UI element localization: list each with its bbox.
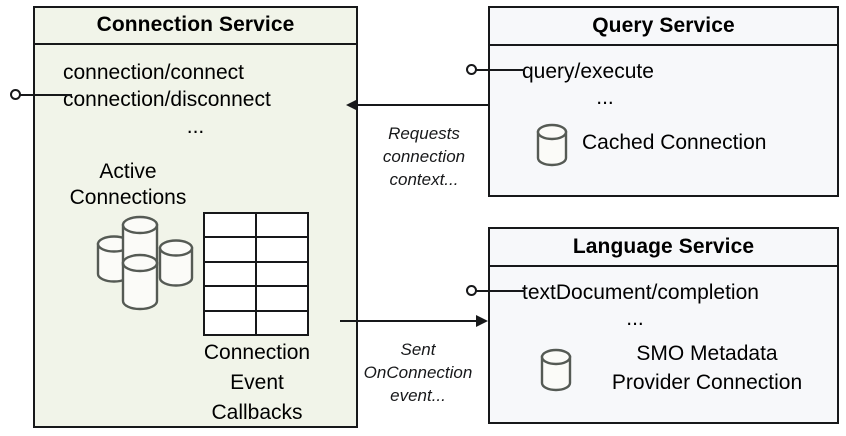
callbacks-label-line3: Callbacks [211, 401, 303, 424]
query-service-title: Query Service [490, 8, 837, 46]
callbacks-label-line2: Event [230, 371, 284, 394]
arrow-label-requests-connection-context: Requests connection context... [358, 122, 490, 191]
lollipop-stem-icon [20, 94, 72, 96]
lollipop-stem-icon [476, 290, 525, 292]
table-row [203, 309, 309, 337]
table-cell [203, 260, 257, 288]
arrow-label-line: connection [382, 147, 466, 166]
table-cell [203, 236, 257, 263]
active-connections-label-line2: Connections [69, 186, 187, 209]
query-service-body: query/execute ... Cached Connection [490, 46, 837, 195]
query-service-operations-ellipsis: ... [596, 86, 614, 109]
table-cell [255, 211, 309, 239]
connection-service-title: Connection Service [35, 8, 356, 45]
connection-event-callbacks-table [203, 211, 309, 337]
language-service-body: textDocument/completion ... SMO Metadata… [490, 267, 837, 422]
cached-connection-database-icon [534, 120, 570, 170]
arrow-label-line: event... [390, 386, 446, 405]
cylinder-cluster-icon [96, 215, 194, 311]
component-connection-service[interactable]: Connection Service connection/connect co… [33, 6, 358, 428]
database-cylinder-icon [536, 123, 568, 167]
arrow-label-sent-onconnection-event: Sent OnConnection event... [350, 338, 486, 407]
database-cylinder-icon [540, 348, 572, 392]
smo-metadata-provider-database-icon [538, 345, 574, 395]
table-row [203, 260, 309, 288]
connection-service-operation-disconnect: connection/disconnect [63, 88, 271, 111]
language-service-title: Language Service [490, 229, 837, 267]
callbacks-label-line1: Connection [203, 341, 311, 364]
component-language-service[interactable]: Language Service textDocument/completion… [488, 227, 839, 424]
connection-service-operation-connect: connection/connect [63, 61, 244, 84]
arrow-requests-connection-context-head [346, 99, 358, 111]
table-cell [255, 260, 309, 288]
query-service-provided-interface-lollipop[interactable] [466, 58, 536, 80]
connection-service-provided-interface-lollipop[interactable] [10, 84, 80, 106]
active-connections-cylinder-cluster [87, 211, 209, 315]
arrow-requests-connection-context-line [358, 104, 490, 106]
language-service-operation-completion: textDocument/completion [522, 281, 759, 304]
language-service-operations-ellipsis: ... [626, 307, 644, 330]
cached-connection-label: Cached Connection [582, 131, 767, 154]
arrow-label-line: Sent [400, 340, 436, 359]
table-cell [255, 236, 309, 263]
table-row [203, 285, 309, 312]
connection-service-operations-ellipsis: ... [186, 115, 205, 138]
table-cell [255, 285, 309, 312]
arrow-label-line: context... [389, 170, 459, 189]
table-row [203, 236, 309, 263]
table-cell [255, 309, 309, 337]
language-service-provided-interface-lollipop[interactable] [466, 279, 536, 301]
arrow-sent-onconnection-event-head [476, 315, 488, 327]
arrow-label-line: Requests [388, 124, 460, 143]
arrow-label-line: OnConnection [363, 363, 473, 382]
query-service-operation-execute: query/execute [522, 60, 654, 83]
table-row [203, 211, 309, 239]
table-cell [203, 309, 257, 337]
smo-metadata-label-line1: SMO Metadata [636, 342, 778, 365]
arrow-sent-onconnection-event-line [340, 320, 478, 322]
smo-metadata-label-line2: Provider Connection [611, 371, 803, 394]
lollipop-stem-icon [476, 69, 525, 71]
connection-service-body: connection/connect connection/disconnect… [35, 45, 356, 426]
active-connections-label-line1: Active [99, 160, 157, 183]
table-cell [203, 285, 257, 312]
component-query-service[interactable]: Query Service query/execute ... Cached C… [488, 6, 839, 197]
table-cell [203, 211, 257, 239]
